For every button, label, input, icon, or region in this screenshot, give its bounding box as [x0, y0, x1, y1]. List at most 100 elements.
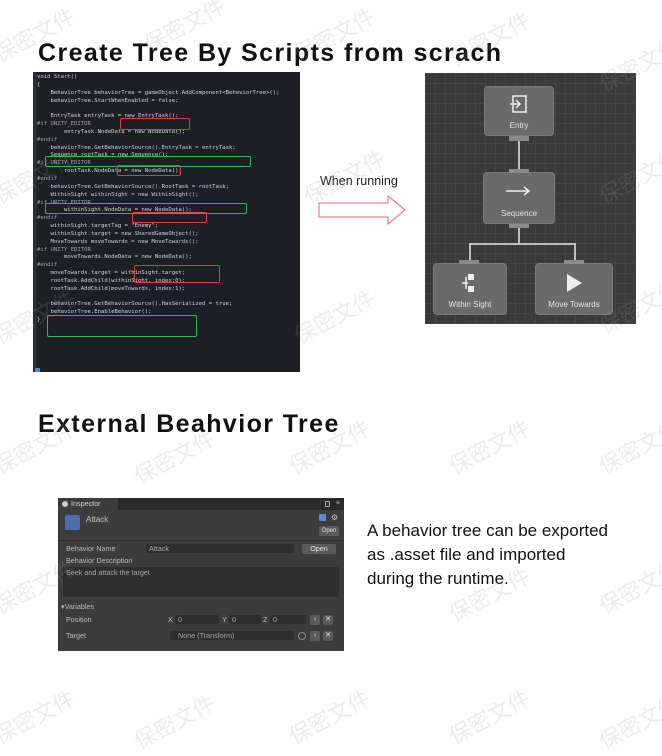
tab-inspector-label: Inspector	[71, 499, 101, 508]
tree-node-move-towards[interactable]: Move Towards	[535, 263, 613, 315]
code-line: void Start()	[37, 74, 78, 80]
position-x-field[interactable]: 0	[175, 615, 219, 624]
watermark: 保密文件	[130, 691, 220, 755]
move-towards-port	[564, 260, 584, 264]
y-label: Y	[222, 615, 227, 624]
watermark: 保密文件	[595, 416, 662, 480]
description-line: as .asset file and imported	[367, 545, 566, 564]
sequence-port-bottom	[509, 224, 529, 228]
open-button-small[interactable]: Open	[319, 526, 339, 536]
watermark: 保密文件	[445, 686, 535, 750]
position-remove-button[interactable]: ✕	[323, 615, 333, 625]
tree-node-label: Move Towards	[548, 300, 600, 309]
right-arrow-icon	[318, 195, 406, 225]
variables-label: Variables	[64, 602, 95, 611]
lock-icon[interactable]	[325, 501, 330, 507]
code-line: WithinSight withinSight = new WithinSigh…	[37, 191, 199, 198]
description-field[interactable]: Seek and attack the target	[63, 567, 339, 597]
edge-horizontal	[469, 243, 576, 245]
target-value: None (Transform)	[178, 631, 235, 640]
watermark: 保密文件	[290, 286, 380, 350]
behavior-tree-panel: Entry Sequence Within Sight Move Towards	[425, 73, 636, 324]
code-line: withinSight.NodeData = new NodeData();	[37, 207, 192, 214]
code-line: behaviorTree.EnableBehavior();	[37, 309, 152, 316]
code-line: #if UNITY_EDITOR	[37, 246, 91, 253]
z-label: Z	[263, 615, 268, 624]
code-line	[37, 105, 300, 113]
target-field[interactable]: None (Transform)	[170, 631, 294, 640]
entry-icon	[510, 95, 527, 113]
code-line: EntryTask entryTask = new EntryTask();	[37, 113, 179, 120]
code-line: #if UNITY_EDITOR	[37, 199, 91, 206]
code-line: }	[37, 317, 41, 324]
tree-node-within-sight[interactable]: Within Sight	[433, 263, 507, 315]
entry-port	[509, 136, 529, 141]
code-line: Sequence rootTask = new Sequence();	[37, 152, 169, 159]
code-line: behaviorTree.GetBehaviorSource().RootTas…	[37, 183, 229, 190]
edge-to-within-sight	[469, 243, 471, 261]
behavior-name-label: Behavior Name	[66, 544, 116, 553]
tree-node-label: Entry	[509, 121, 529, 130]
target-label: Target	[66, 631, 86, 640]
code-line: rootTask.AddChild(withinSight, index:0);	[37, 277, 186, 284]
code-block: void Start(){ BehaviorTree behaviorTree …	[33, 72, 300, 372]
position-arrow-button[interactable]: ›	[310, 615, 320, 625]
code-line: MoveTowards moveTowards = new MoveToward…	[37, 238, 199, 245]
variables-foldout[interactable]: ▾Variables	[61, 602, 338, 612]
target-arrow-button[interactable]: ›	[310, 631, 320, 641]
unity-object-icon	[65, 515, 80, 530]
code-line: withinSight.targetTag = "Enemy";	[37, 223, 159, 230]
code-lines: void Start(){ BehaviorTree behaviorTree …	[37, 74, 300, 325]
help-icon[interactable]	[319, 514, 326, 521]
settings-gear-icon[interactable]: ⚙	[330, 513, 338, 522]
position-z-field[interactable]: 0	[270, 615, 306, 624]
code-line: rootTask.AddChild(moveTowards, index:1);	[37, 285, 186, 292]
play-icon	[567, 274, 582, 292]
code-line: entryTask.NodeData = new NodeData();	[37, 128, 186, 135]
code-line: #endif	[37, 136, 58, 143]
target-remove-button[interactable]: ✕	[323, 631, 333, 641]
tab-inspector[interactable]: Inspector	[58, 498, 118, 510]
watermark: 保密文件	[285, 686, 375, 750]
watermark: 保密文件	[445, 416, 535, 480]
edge-entry-sequence	[518, 139, 520, 172]
code-line: #endif	[37, 215, 58, 222]
section-title-scripts: Create Tree By Scripts from scrach	[38, 39, 503, 67]
tree-node-sequence[interactable]: Sequence	[483, 172, 555, 224]
divider	[58, 540, 344, 541]
within-sight-port	[459, 260, 479, 264]
inspector-panel: Inspector ≡ Attack ⚙ Open Behavior Name …	[58, 498, 344, 651]
watermark: 保密文件	[0, 686, 80, 750]
tree-node-label: Within Sight	[448, 300, 492, 309]
section-title-external: External Beahvior Tree	[38, 410, 340, 438]
tree-node-label: Sequence	[500, 209, 538, 218]
code-line: BehaviorTree behaviorTree = gameObject.A…	[37, 89, 280, 96]
code-line: behaviorTree.GetBehaviorSource().HasSeri…	[37, 301, 233, 308]
description-line: during the runtime.	[367, 569, 509, 588]
code-gutter	[33, 72, 37, 372]
code-line: #if UNITY_EDITOR	[37, 160, 91, 167]
code-line: #if UNITY_EDITOR	[37, 121, 91, 128]
tree-node-entry[interactable]: Entry	[484, 86, 554, 136]
code-line: moveTowards.NodeData = new NodeData();	[37, 254, 192, 261]
info-icon	[62, 501, 68, 507]
code-line: {	[37, 81, 41, 88]
behavior-name-row: Behavior Name	[66, 544, 338, 554]
object-name: Attack	[86, 515, 109, 524]
edge-sequence-trunk	[518, 227, 520, 243]
menu-icon[interactable]: ≡	[335, 500, 340, 507]
code-line	[37, 294, 300, 302]
code-line: moveTowards.target = withinSight.target;	[37, 270, 186, 277]
code-line: behaviorTree.GetBehaviorSource().EntryTa…	[37, 144, 236, 151]
x-label: X	[168, 615, 173, 624]
code-line: withinSight.target = new SharedGameObjec…	[37, 230, 199, 237]
sequence-port-top	[509, 169, 529, 173]
description-line: A behavior tree can be exported	[367, 521, 608, 540]
position-y-field[interactable]: 0	[229, 615, 261, 624]
foldout-arrow-icon: ▾	[61, 602, 65, 611]
code-line: #endif	[37, 175, 58, 182]
open-button[interactable]: Open	[302, 544, 336, 554]
behavior-name-field[interactable]: Attack	[146, 544, 294, 553]
object-picker-icon[interactable]	[298, 632, 306, 640]
position-label: Position	[66, 615, 92, 624]
